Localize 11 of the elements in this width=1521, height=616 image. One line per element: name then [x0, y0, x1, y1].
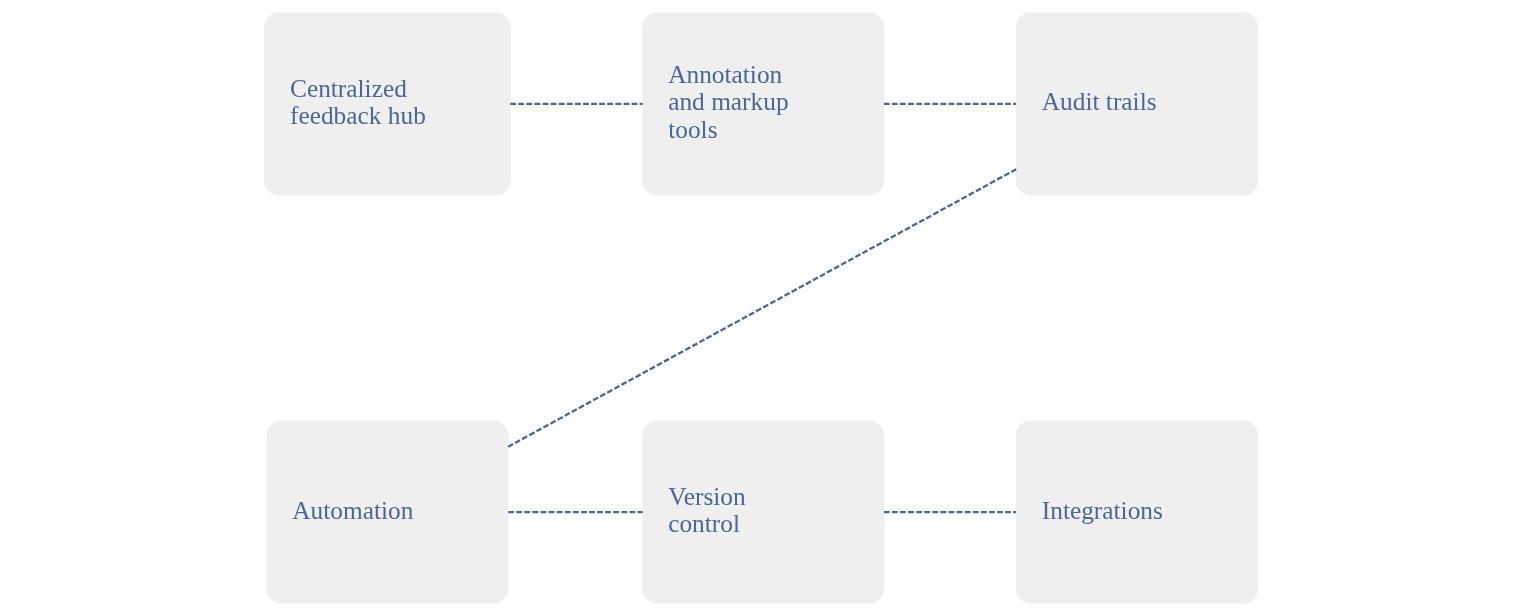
node-box: Automation [265, 420, 508, 604]
connector [507, 168, 1017, 448]
node-box: Audit trails [1015, 12, 1258, 196]
connector [883, 102, 1016, 106]
node-box: Annotation and markup tools [641, 12, 884, 196]
connector [509, 102, 643, 106]
node-box: Integrations [1015, 420, 1258, 604]
node-box: Version control [641, 420, 884, 604]
node-box: Centralized feedback hub [263, 12, 511, 196]
connector [883, 510, 1016, 514]
connector [507, 510, 643, 514]
